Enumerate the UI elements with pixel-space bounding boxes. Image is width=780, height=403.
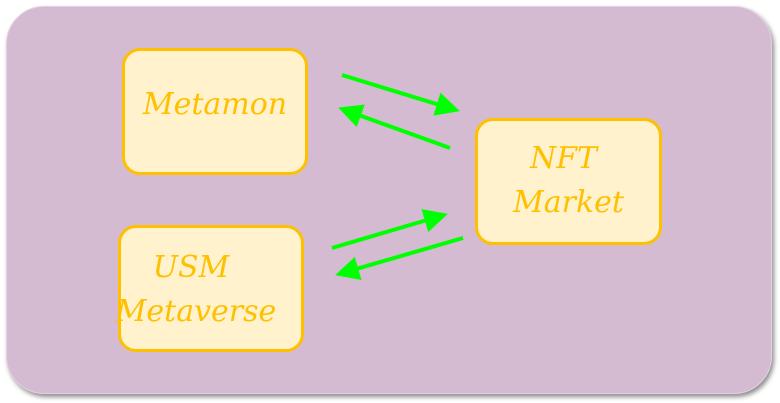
node-metamon: Metamon	[122, 48, 308, 175]
node-label-line1: USM	[152, 250, 230, 285]
arrow-usm-to-nft	[331, 209, 448, 250]
arrow-nft-to-metamon	[338, 104, 451, 150]
node-usm-metaverse: USM Metaverse	[116, 225, 304, 352]
arrow-metamon-to-nft	[341, 73, 460, 116]
node-nft-market: NFT Market	[475, 118, 662, 245]
node-label: Metamon	[142, 87, 288, 122]
node-label-line2: Market	[513, 185, 624, 220]
node-label-line1: NFT	[529, 141, 598, 176]
node-label-line2: Metaverse	[115, 294, 277, 329]
arrow-nft-to-usm	[335, 236, 464, 280]
